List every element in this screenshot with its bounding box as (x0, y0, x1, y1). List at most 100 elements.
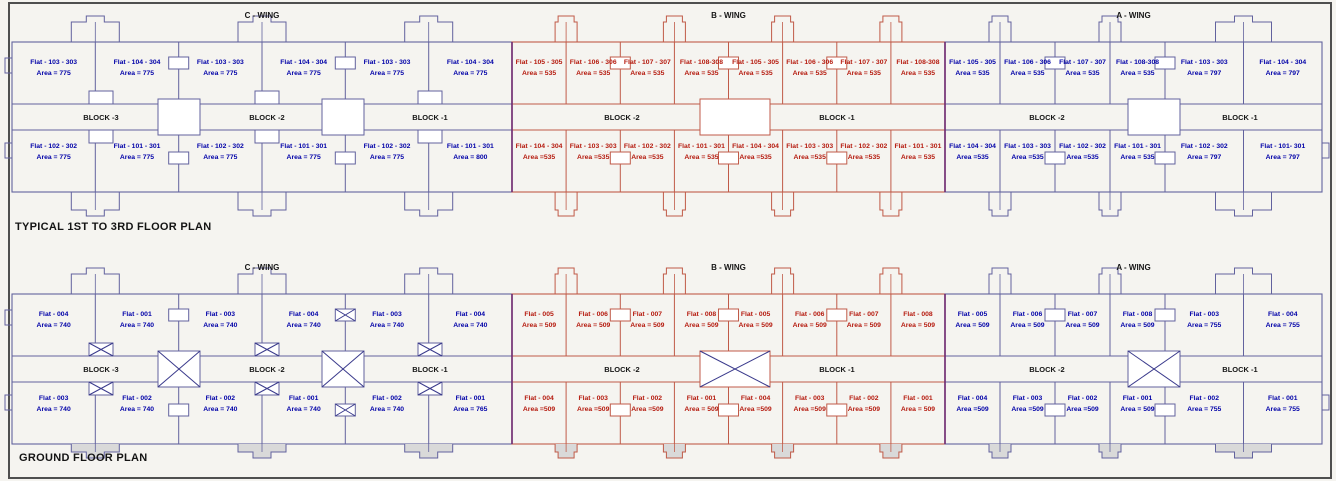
flat-area: Area = 740 (203, 322, 237, 329)
duct-box (826, 403, 848, 417)
flat-label: Flat - 101- 301 (1260, 143, 1305, 150)
stair-tower-shape (554, 15, 578, 42)
flat-area: Area =535 (631, 154, 664, 161)
flat-label: Flat - 002 (122, 395, 152, 402)
flat-area: Area =509 (631, 406, 664, 413)
flat-area: Area = 775 (37, 154, 71, 161)
flat-area: Area =509 (1066, 406, 1099, 413)
flat-label: Flat - 002 (1068, 395, 1098, 402)
stair-tower-shape (1098, 15, 1122, 42)
flat-area: Area =509 (794, 406, 827, 413)
flat-label: Flat - 001 (289, 395, 319, 402)
stair-tower-shape (1215, 192, 1272, 217)
flat-area: Area = 740 (37, 406, 71, 413)
flat-area: Area = 509 (1120, 406, 1154, 413)
duct-box (609, 56, 631, 70)
duct-box (609, 403, 631, 417)
flat-area: Area = 509 (1065, 322, 1099, 329)
block-label: BLOCK -1 (819, 113, 854, 122)
stair-tower-shape (1098, 192, 1122, 217)
flat-area: Area = 775 (287, 154, 321, 161)
flat-label: Flat - 102 - 302 (624, 143, 671, 150)
flat-area: Area =535 (739, 154, 772, 161)
flat-label: Flat - 102 - 302 (197, 143, 244, 150)
flat-area: Area = 535 (522, 70, 556, 77)
flat-area: Area = 509 (955, 322, 989, 329)
flat-label: Flat - 104 - 304 (447, 59, 494, 66)
cross-mark (1127, 350, 1181, 388)
lobby-box (417, 90, 443, 105)
wing-title: A - WING (1116, 263, 1150, 272)
flat-label: Flat - 102 - 302 (1059, 143, 1106, 150)
cross-mark (335, 403, 356, 417)
flat-area: Area =535 (794, 154, 827, 161)
flat-label: Flat - 108-308 (1116, 59, 1159, 66)
flat-label: Flat - 002 (849, 395, 879, 402)
wing-title: B - WING (711, 263, 746, 272)
duct-box (334, 56, 356, 70)
flat-label: Flat - 108-308 (896, 59, 939, 66)
flat-area: Area = 509 (793, 322, 827, 329)
block-label: BLOCK -1 (819, 365, 854, 374)
flat-label: Flat - 001 (687, 395, 717, 402)
flat-area: Area = 775 (203, 154, 237, 161)
flat-label: Flat - 002 (1190, 395, 1220, 402)
duct-box (718, 151, 739, 165)
stair-tower-shape (1215, 15, 1272, 42)
cross-mark (254, 381, 280, 396)
flat-area: Area = 740 (120, 406, 154, 413)
flat-area: Area =535 (1011, 154, 1044, 161)
flat-label: Flat - 103 - 303 (1004, 143, 1051, 150)
flat-label: Flat - 103 - 303 (570, 143, 617, 150)
flat-area: Area = 535 (576, 70, 610, 77)
flat-label: Flat - 005 (741, 311, 771, 318)
flat-area: Area = 775 (287, 70, 321, 77)
stair-tower-shape (237, 267, 287, 294)
block-label: BLOCK -1 (1222, 113, 1257, 122)
flat-area: Area = 509 (901, 322, 935, 329)
flat-area: Area = 509 (684, 406, 718, 413)
duct-box (1154, 403, 1176, 417)
stair-tower-shape (1098, 267, 1122, 294)
flat-label: Flat - 001 (903, 395, 933, 402)
flat-label: Flat - 003 (39, 395, 69, 402)
flat-label: Flat - 107 - 307 (1059, 59, 1106, 66)
flat-area: Area =509 (739, 406, 772, 413)
stair-tower-shape (988, 15, 1012, 42)
flat-area: Area =535 (1066, 154, 1099, 161)
flat-area: Area = 535 (1010, 70, 1044, 77)
corridor-connector (157, 98, 201, 136)
duct-box (1154, 308, 1176, 322)
lobby-box (88, 90, 114, 105)
flat-area: Area = 775 (37, 70, 71, 77)
flat-area: Area = 535 (847, 70, 881, 77)
block-label: BLOCK -2 (249, 113, 284, 122)
stair-tower-shape (404, 192, 454, 217)
flat-label: Flat - 004 (524, 395, 554, 402)
flat-label: Flat - 007 (849, 311, 879, 318)
lobby-box (88, 129, 114, 144)
duct-box (168, 403, 190, 417)
flat-label: Flat - 104 - 304 (280, 59, 327, 66)
block-label: BLOCK -2 (604, 365, 639, 374)
flat-label: Flat - 008 (903, 311, 933, 318)
lobby-box (417, 129, 443, 144)
cross-mark (321, 350, 365, 388)
duct-box (826, 308, 848, 322)
flat-label: Flat - 004 (741, 395, 771, 402)
stair-tower-shape (662, 192, 686, 217)
flat-area: Area = 800 (453, 154, 487, 161)
duct-box (718, 403, 739, 417)
flat-area: Area =509 (1011, 406, 1044, 413)
flat-label: Flat - 001 (122, 311, 152, 318)
wing-title: A - WING (1116, 11, 1150, 20)
flat-label: Flat - 003 (578, 395, 608, 402)
duct-box (1154, 56, 1176, 70)
flat-area: Area = 797 (1266, 70, 1300, 77)
flat-label: Flat - 102 - 302 (364, 143, 411, 150)
flat-area: Area = 535 (793, 70, 827, 77)
flat-area: Area = 535 (684, 154, 718, 161)
